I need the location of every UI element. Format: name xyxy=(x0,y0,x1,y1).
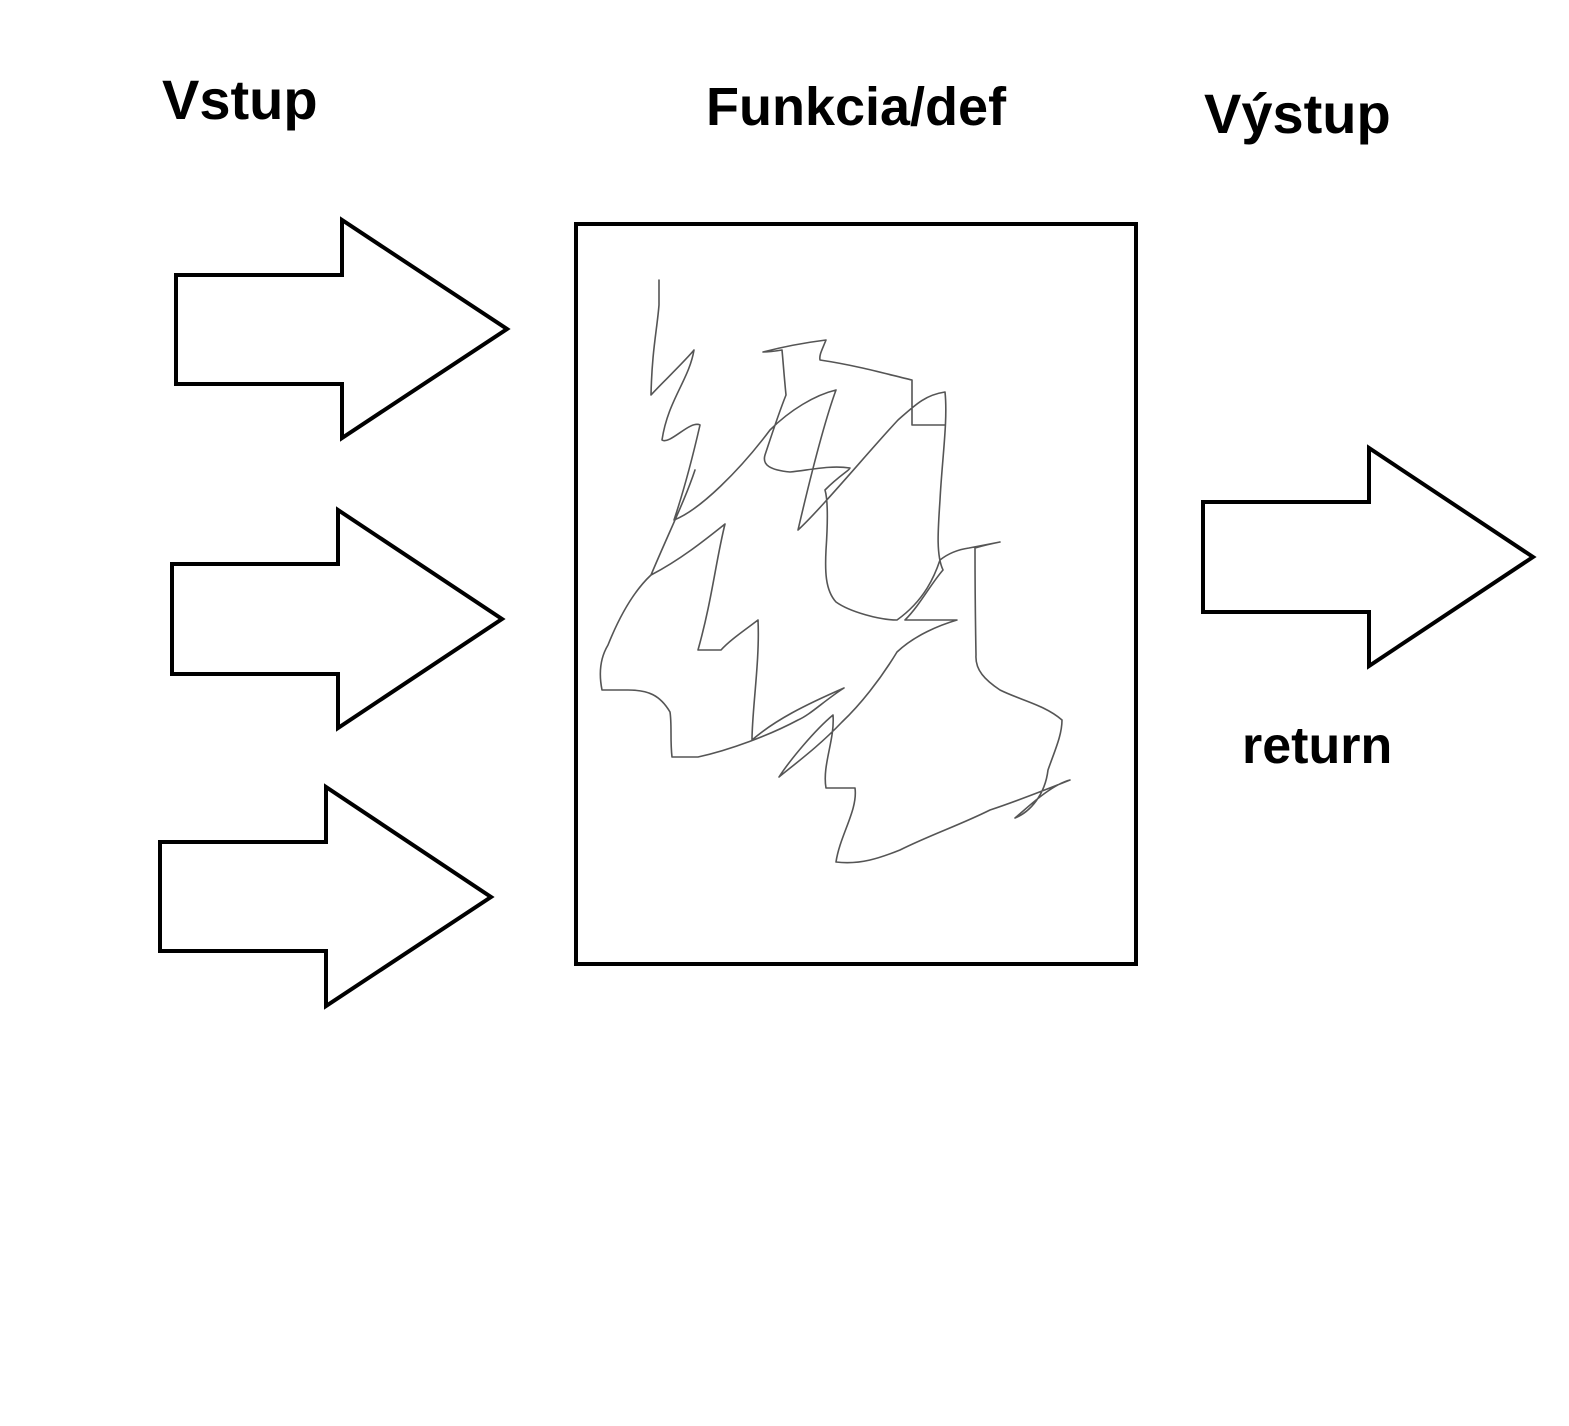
return-label: return xyxy=(1242,717,1393,775)
output-arrow xyxy=(1201,444,1537,670)
input-arrow-3 xyxy=(158,783,495,1010)
function-label: Funkcia/def xyxy=(706,77,1007,137)
input-arrow-2 xyxy=(170,506,506,732)
function-box xyxy=(574,222,1138,966)
function-scribble xyxy=(599,279,1071,864)
output-label: Výstup xyxy=(1204,82,1391,145)
input-arrow-1 xyxy=(174,216,511,442)
input-label: Vstup xyxy=(162,68,318,131)
